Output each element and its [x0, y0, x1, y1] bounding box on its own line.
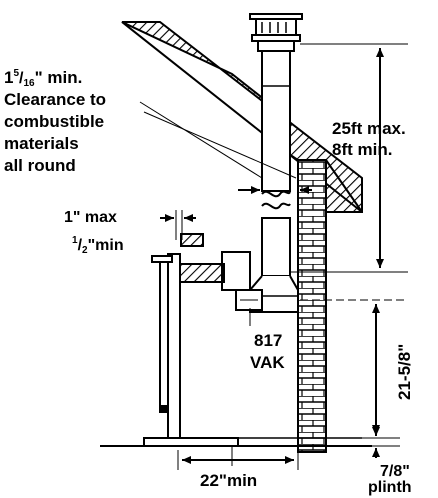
flue-length-max: 25ft max.: [332, 119, 406, 138]
flue-length-label: 25ft max. 8ft min.: [332, 119, 406, 159]
model-number: 817: [254, 331, 282, 350]
clearance-line-4: materials: [4, 134, 79, 153]
clearance-note: 15/16" min. Clearance to combustible mat…: [4, 68, 106, 175]
model-label: 817 VAK: [250, 331, 285, 372]
plinth-word-label: plinth: [368, 479, 412, 496]
appliance: [143, 253, 239, 447]
wall-gap-max: 1" max: [64, 209, 117, 226]
bottom-dimension-labels: 22"min 7/8" plinth: [200, 463, 412, 496]
plinth-size-label: 7/8": [380, 463, 410, 480]
horizontal-flue: [177, 233, 225, 283]
flue-length-dimension: [290, 43, 408, 273]
clearance-line-3: combustible: [4, 112, 104, 131]
width-label: 22"min: [200, 471, 257, 490]
height-dimension: [300, 299, 404, 439]
vak-adaptor: [221, 251, 263, 311]
wall-gap-dimension: [160, 210, 196, 240]
flue-terminal: [249, 13, 303, 52]
width-dimension: [177, 450, 299, 470]
svg-text:15/16" min.: 15/16" min.: [4, 68, 82, 89]
svg-text:1/2"min: 1/2"min: [72, 235, 124, 256]
flue-pipe-upper: [261, 50, 291, 210]
clearance-line-2: Clearance to: [4, 90, 106, 109]
clearance-dimension: [139, 101, 312, 194]
height-dimension-label: 21-5/8": [395, 344, 414, 400]
model-suffix: VAK: [250, 353, 285, 372]
wall-gap-label: 1" max 1/2"min: [64, 209, 124, 256]
clearance-line-5: all round: [4, 156, 76, 175]
flue-length-min: 8ft min.: [332, 140, 392, 159]
plinth-dimension: [362, 426, 400, 458]
